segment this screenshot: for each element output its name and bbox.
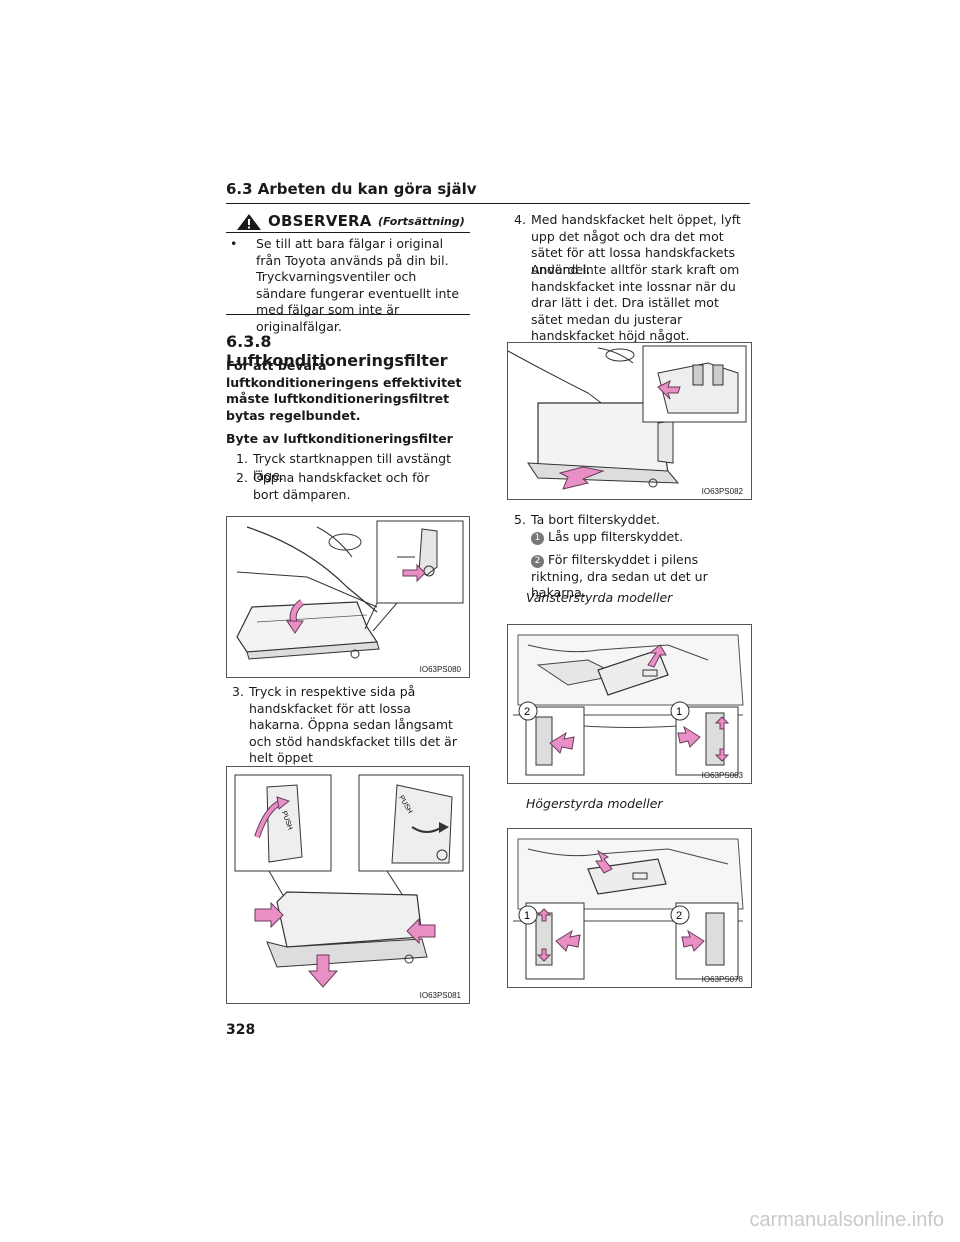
marker-2-icon: 2: [531, 555, 544, 568]
filter-cover-rhd-illustration: 1 2: [513, 838, 744, 980]
notice-box: OBSERVERA (Fortsättning) • Se till att b…: [226, 212, 470, 334]
notice-title: OBSERVERA: [268, 212, 372, 230]
marker-1-label: 1: [676, 706, 682, 718]
step-number: 2.: [236, 470, 248, 485]
figure-code: IO63PS083: [701, 771, 743, 780]
step-number: 5.: [514, 512, 526, 527]
glovebox-illustration: [236, 520, 464, 660]
figure-code: IO63PS080: [419, 665, 461, 674]
step-5-sub-1: 1 Lås upp filterskyddet.: [531, 529, 753, 546]
notice-continued: (Fortsättning): [378, 215, 465, 228]
warning-icon: [237, 214, 261, 230]
filter-cover-lhd-illustration: 2 1: [513, 634, 744, 776]
sub-step-text: För filterskyddet i pilens riktning, dra…: [531, 552, 708, 600]
section-header: 6.3 Arbeten du kan göra själv: [226, 180, 750, 204]
step-number: 3.: [232, 684, 244, 699]
figure-io63ps078: 1 2 IO63PS078: [507, 828, 752, 988]
step-text: Ta bort filterskyddet.: [531, 512, 661, 527]
subsection-title: 6.3.8 Luftkonditioneringsfilter: [226, 332, 448, 370]
label-lhd: Vänsterstyrda modeller: [526, 590, 673, 605]
step-4-note: Använd inte alltför stark kraft om hands…: [531, 262, 740, 343]
figure-io63ps083: 2 1 IO63PS083: [507, 624, 752, 784]
page-number: 328: [226, 1022, 256, 1038]
step-text: Med handskfacket helt öppet, lyft upp de…: [531, 212, 741, 277]
intro-paragraph: För att bevara luftkonditioneringens eff…: [226, 358, 462, 423]
figure-code: IO63PS078: [701, 975, 743, 984]
marker-2-label: 2: [524, 706, 530, 718]
bullet: •: [230, 236, 238, 251]
figure-io63ps081: PUSH PUSH IO63PS081: [226, 766, 470, 1004]
notice-divider: [226, 314, 470, 315]
label-rhd: Högerstyrda modeller: [526, 796, 663, 811]
step-number: 1.: [236, 451, 248, 466]
sub-step-text: Lås upp filterskyddet.: [548, 529, 684, 544]
figure-io63ps082: IO63PS082: [507, 342, 752, 500]
figure-code: IO63PS082: [701, 487, 743, 496]
watermark: carmanualsonline.info: [749, 1209, 944, 1231]
step-text: Tryck startknappen till avstängt läge.: [253, 451, 451, 483]
glovebox-push-illustration: PUSH PUSH: [234, 774, 464, 988]
glovebox-remove-illustration: [508, 345, 747, 490]
figure-code: IO63PS081: [419, 991, 461, 1000]
marker-1-icon: 1: [531, 532, 544, 545]
step-text: Öppna handskfacket och för bort dämparen…: [253, 470, 430, 502]
marker-1-label: 1: [524, 910, 530, 922]
notice-header: OBSERVERA (Fortsättning): [226, 212, 470, 233]
figure-io63ps080: IO63PS080: [226, 516, 470, 678]
notice-text: Se till att bara fälgar i original från …: [256, 236, 460, 334]
sub-heading: Byte av luftkonditioneringsfilter: [226, 431, 453, 446]
step-text: Tryck in respektive sida på handskfacket…: [249, 684, 457, 765]
step-number: 4.: [514, 212, 526, 227]
marker-2-label: 2: [676, 910, 682, 922]
